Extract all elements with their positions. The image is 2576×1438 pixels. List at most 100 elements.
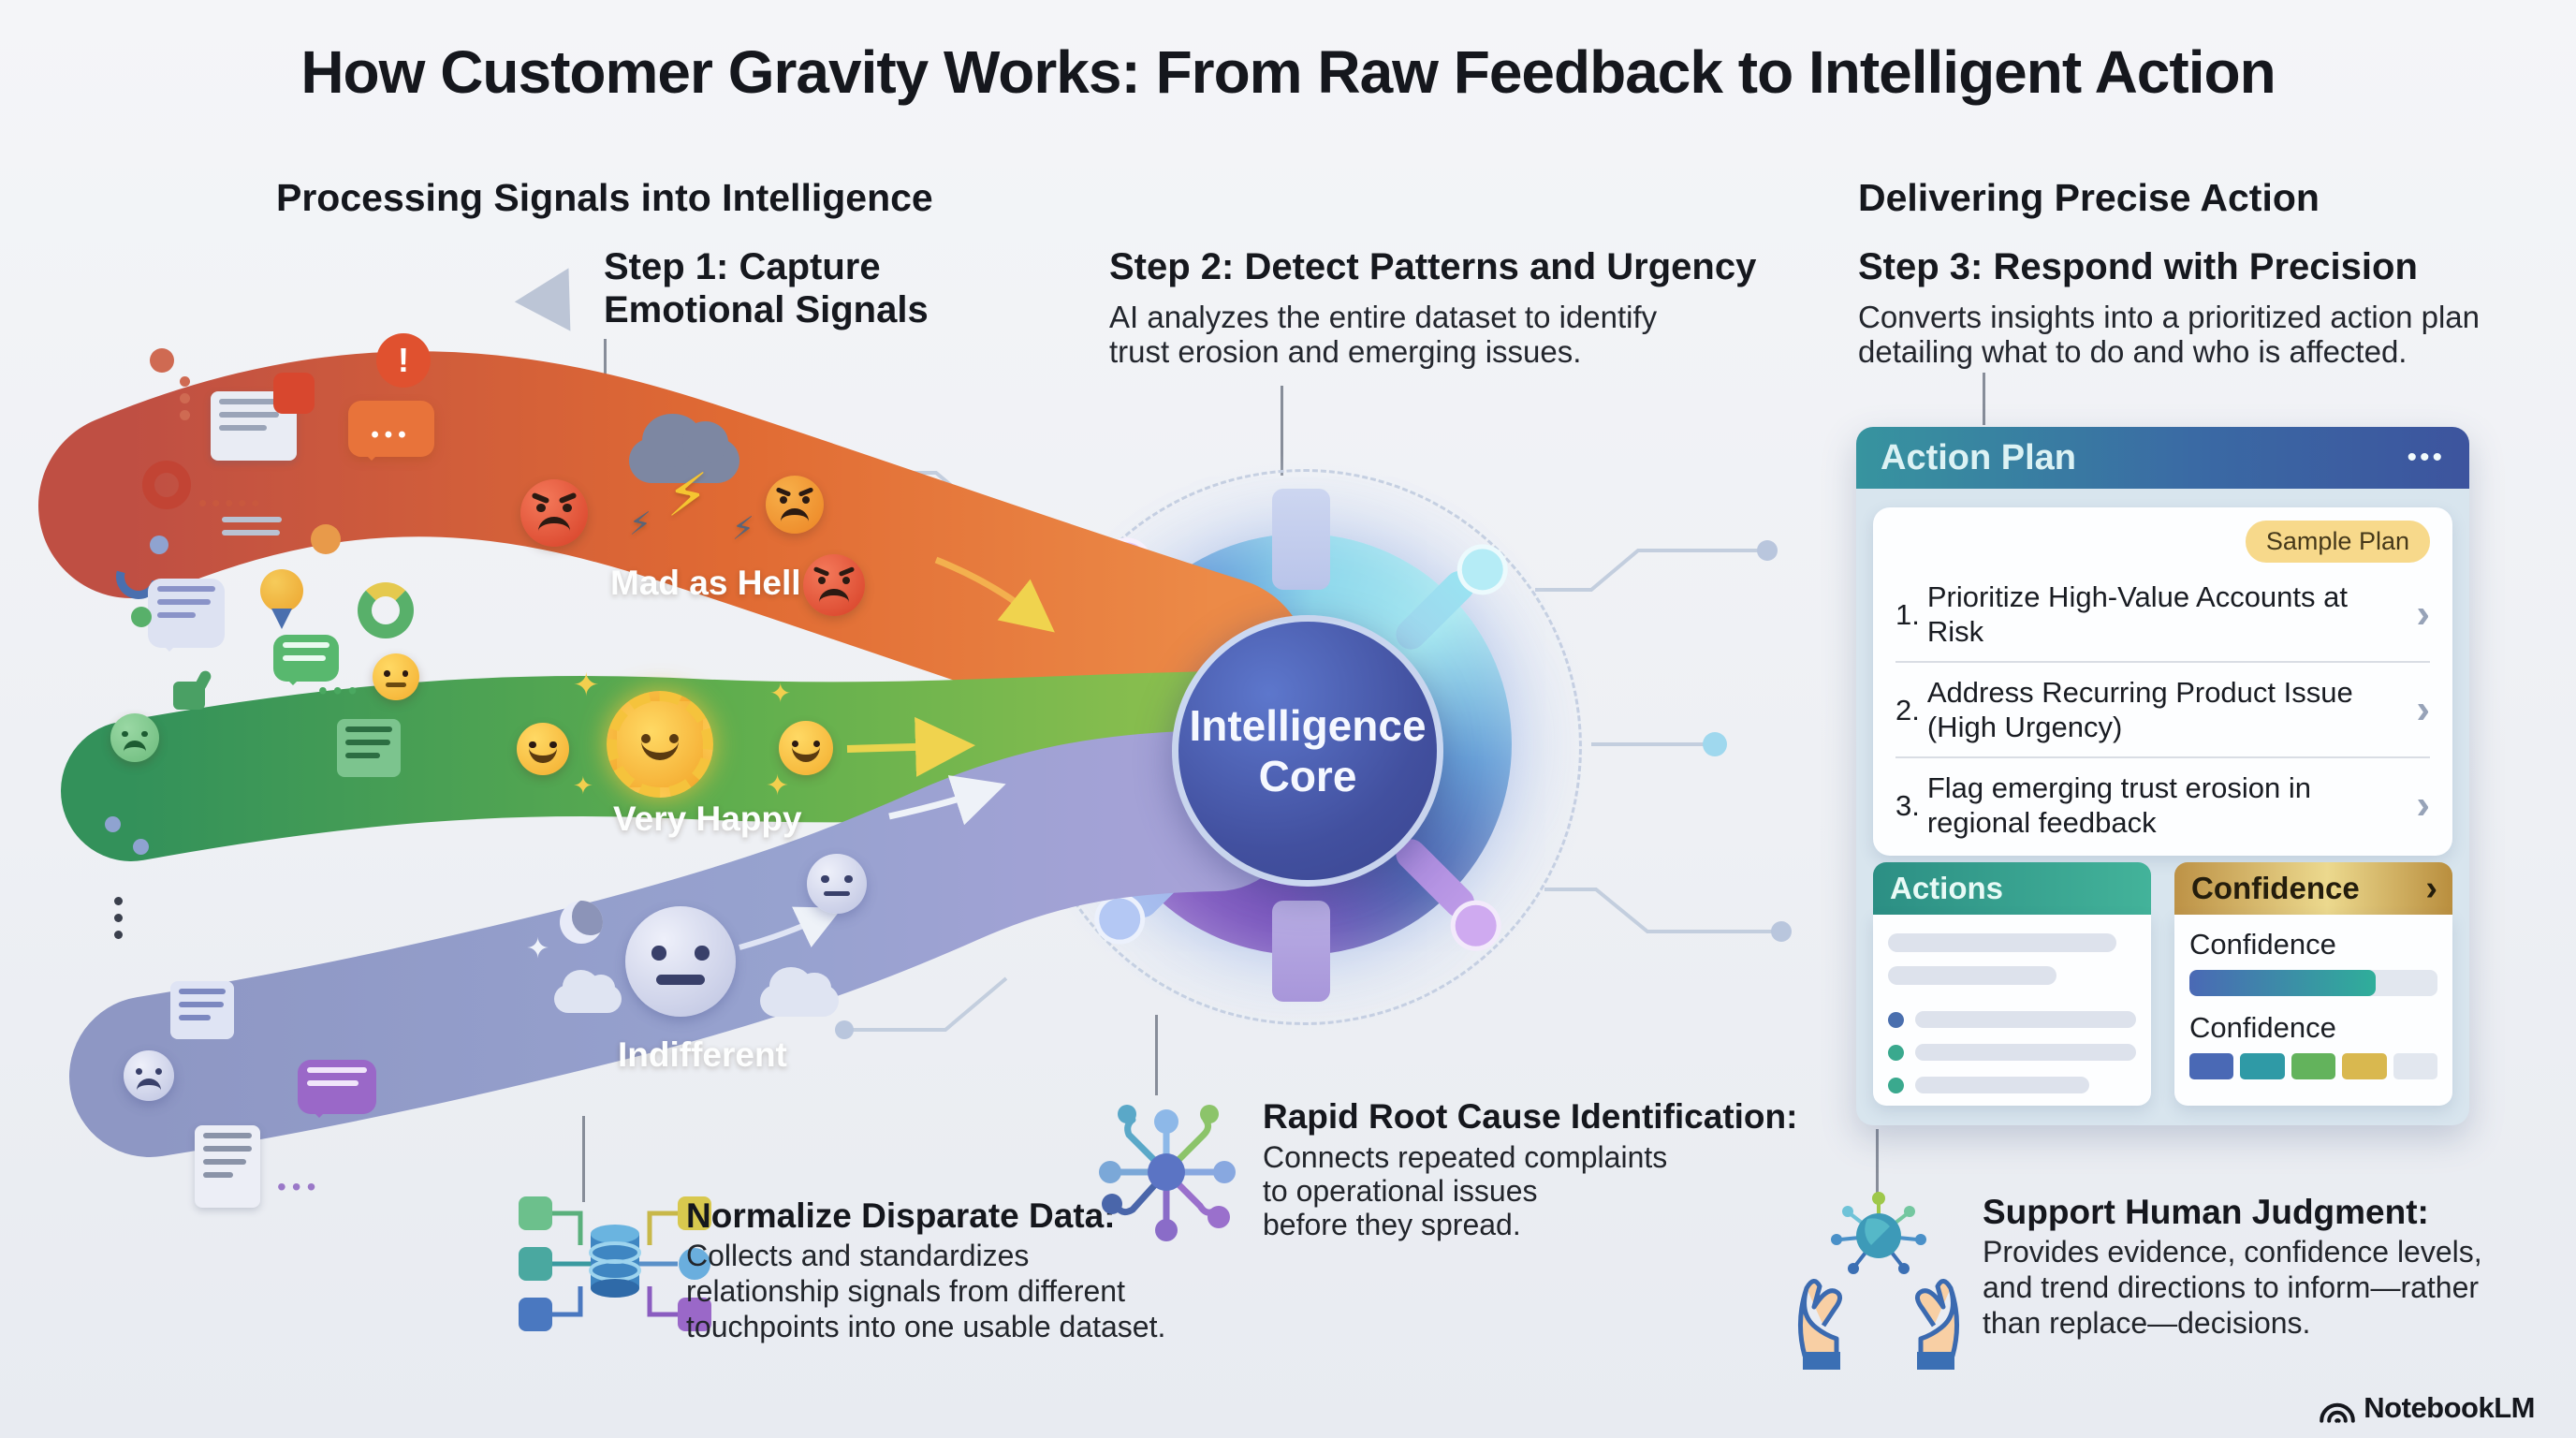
alert-circle-icon: ! (376, 333, 431, 388)
watermark: NotebookLM (2319, 1391, 2535, 1425)
actions-panel-body (1873, 915, 2151, 1106)
step2-block: Step 2: Detect Patterns and Urgency AI a… (1109, 245, 1756, 369)
decor-dot-icon (131, 607, 152, 627)
dotted-line-icon: ••••• (198, 489, 265, 517)
core-label-line1: Intelligence (1189, 701, 1427, 750)
decor-square-icon (273, 373, 315, 414)
medal-icon (260, 569, 303, 629)
dots-column-icon (114, 897, 123, 939)
placeholder-row (1888, 1044, 2136, 1061)
text-lines-icon (213, 517, 290, 558)
decor-dot-icon (133, 839, 149, 855)
connector-root-cause (1155, 1015, 1158, 1095)
angry-face-icon (766, 476, 824, 534)
action-item-1[interactable]: 1. Prioritize High-Value Accounts at Ris… (1895, 567, 2430, 663)
watermark-brand: NotebookLM (2364, 1391, 2535, 1424)
chevron-right-icon: › (2416, 686, 2430, 732)
flow-label-neutral: Indifferent (618, 1035, 787, 1074)
sparkle-icon: ✦ (766, 770, 790, 801)
donut-chart-icon (358, 582, 414, 638)
lightning-bolt-icon: ⚡ (732, 511, 754, 547)
etl-database-icon (519, 1196, 711, 1331)
dots-row-icon: ••• (318, 676, 363, 705)
sparkle-icon: ✦ (573, 668, 600, 703)
angry-face-icon (803, 554, 865, 616)
placeholder-bar (1888, 933, 2116, 952)
confidence-panel-body: Confidence Confidence (2174, 915, 2452, 1106)
document-icon (337, 719, 401, 777)
flow-label-angry: Mad as Hell (610, 564, 801, 602)
smiley-face-icon (517, 723, 569, 775)
neutral-face-icon (625, 906, 736, 1017)
confidence-segments (2189, 1053, 2438, 1079)
arrow-shape-icon (514, 268, 598, 348)
page-title: How Customer Gravity Works: From Raw Fee… (300, 38, 2276, 106)
network-hub-icon (1099, 1105, 1236, 1241)
section-heading-right: Delivering Precise Action (1858, 176, 2320, 219)
sparkle-icon: ✦ (526, 933, 550, 964)
angry-face-icon (520, 479, 588, 547)
core-band-top (1272, 489, 1330, 590)
decor-dots-column-icon (180, 376, 190, 420)
connector-step3 (1983, 373, 1985, 425)
cloud-icon (760, 967, 839, 1017)
core-label-line2: Core (1258, 752, 1357, 800)
chevron-right-icon: › (2416, 782, 2430, 828)
decor-dot-icon (311, 524, 341, 554)
actions-panel-header: Actions (1873, 862, 2151, 915)
action-plan-title: Action Plan (1881, 437, 2077, 477)
confidence-row2-label: Confidence (2189, 1011, 2336, 1044)
human-note-body: Provides evidence, confidence levels,and… (1983, 1235, 2482, 1340)
notebooklm-logo-icon (2320, 1402, 2356, 1423)
confidence-row1-label: Confidence (2189, 928, 2336, 961)
moon-icon (560, 901, 603, 944)
sad-face-icon (110, 713, 159, 762)
donut-icon (142, 461, 191, 509)
step2-title: Step 2: Detect Patterns and Urgency (1109, 246, 1757, 287)
storm-cloud-icon (629, 413, 739, 483)
chat-bubble-icon: ••• (348, 401, 434, 461)
confidence-panel-header[interactable]: Confidence › (2174, 862, 2452, 915)
document-icon (170, 981, 234, 1039)
section-heading-left: Processing Signals into Intelligence (276, 176, 933, 219)
sample-plan-badge: Sample Plan (2245, 521, 2430, 563)
action-item-2[interactable]: 2. Address Recurring Product Issue (High… (1895, 663, 2430, 758)
normalize-note-title: Normalize Disparate Data: (686, 1196, 1116, 1235)
placeholder-bar (1888, 966, 2057, 985)
hands-support-icon (1797, 1192, 1960, 1370)
root-cause-note-title: Rapid Root Cause Identification: (1263, 1097, 1798, 1136)
step2-desc: AI analyzes the entire dataset to identi… (1109, 300, 1658, 369)
connector-human (1876, 1129, 1879, 1204)
chat-bubble-icon (273, 635, 339, 685)
action-item-3[interactable]: 3. Flag emerging trust erosion in region… (1895, 771, 2430, 839)
smiley-face-icon (779, 721, 833, 775)
chevron-right-icon: › (2416, 591, 2430, 637)
neutral-face-icon (807, 854, 867, 914)
speech-bubble-icon (148, 579, 225, 652)
menu-ellipsis-icon[interactable]: ••• (2407, 442, 2445, 473)
sad-face-icon (124, 1050, 174, 1101)
connector-normalize (582, 1116, 585, 1202)
chat-bubble-icon (298, 1060, 376, 1118)
connector-step1 (604, 339, 607, 407)
flow-neutral-arrow (888, 775, 1006, 826)
action-plan-list: Sample Plan 1. Prioritize High-Value Acc… (1873, 507, 2452, 856)
lightning-bolt-icon: ⚡ (666, 462, 709, 529)
human-note-title: Support Human Judgment: (1983, 1193, 2429, 1231)
step3-desc: Converts insights into a prioritized act… (1858, 300, 2481, 369)
sun-icon (607, 691, 713, 798)
actions-panel: Actions (1873, 862, 2151, 1106)
intelligence-core: Intelligence Core (1172, 615, 1443, 887)
action-plan-card: Action Plan ••• Sample Plan 1. Prioritiz… (1856, 427, 2469, 1125)
placeholder-row (1888, 1011, 2136, 1028)
dots-row-icon: ••• (277, 1172, 322, 1201)
flow-label-happy: Very Happy (613, 800, 802, 838)
sparkle-icon: ✦ (573, 771, 593, 800)
action-plan-header: Action Plan ••• (1856, 427, 2469, 489)
cloud-icon (554, 969, 622, 1013)
flow-happy-arrow (846, 716, 975, 777)
decor-dot-icon (150, 536, 168, 554)
